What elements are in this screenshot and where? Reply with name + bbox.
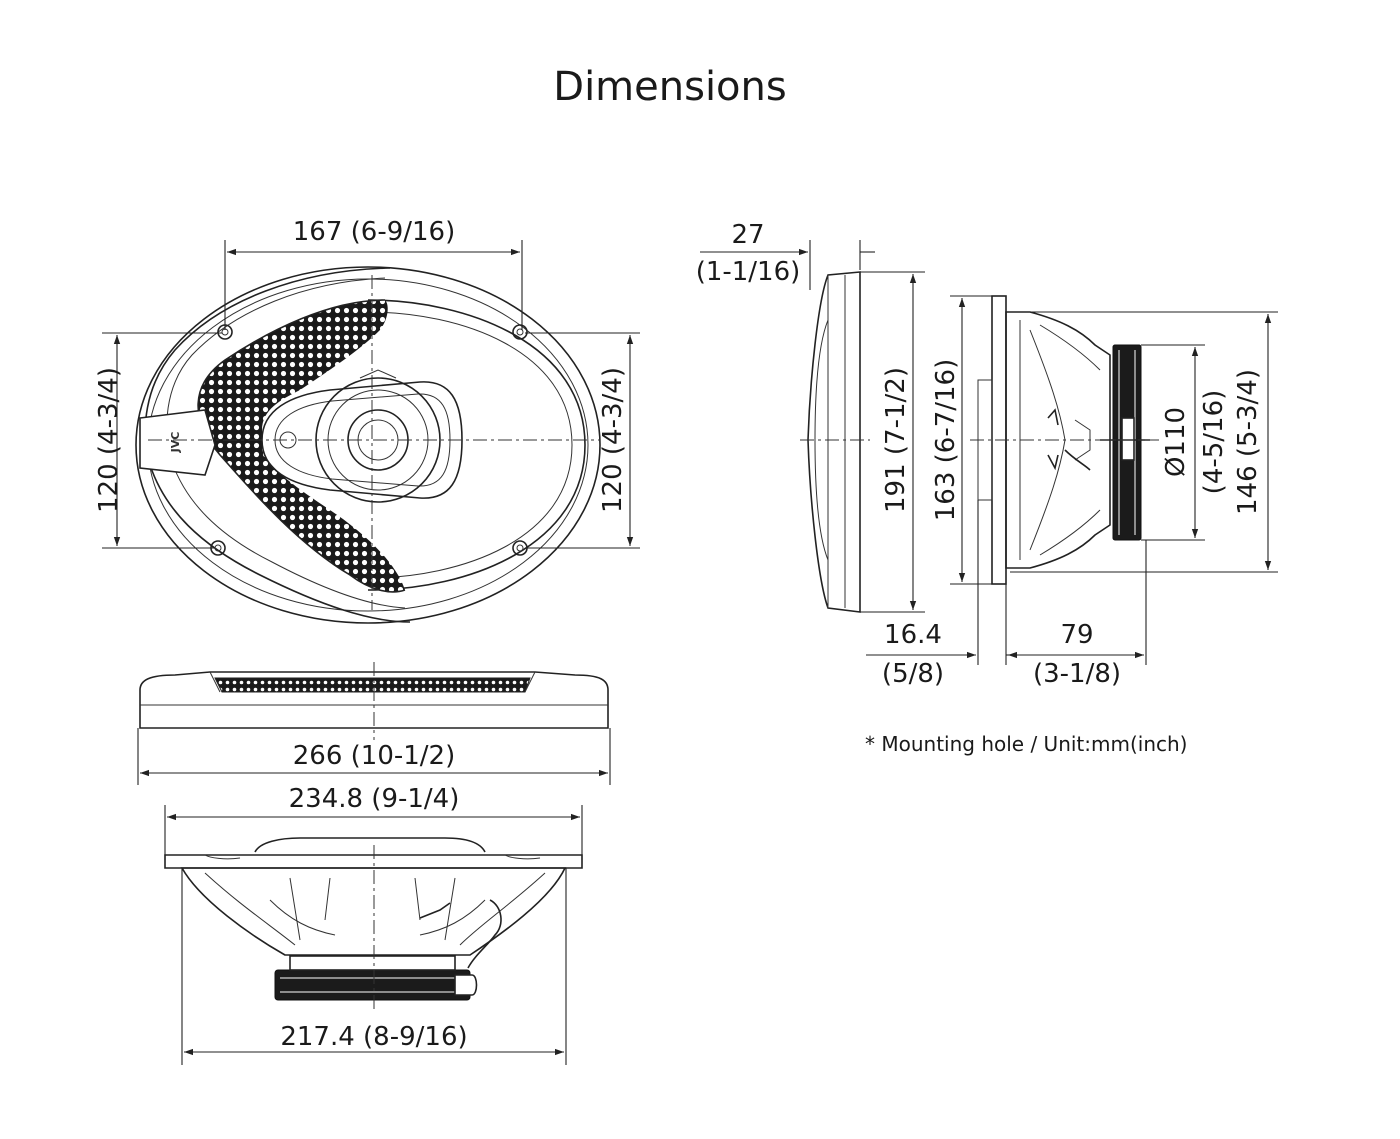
dim-191-label: 191 (7-1/2): [881, 367, 911, 513]
footnote: * Mounting hole / Unit:mm(inch): [865, 732, 1187, 756]
mounting-flange: [164, 854, 583, 869]
top-view: 266 (10-1/2): [137, 662, 611, 785]
front-view: JVC 167 (6-9/16): [94, 217, 640, 624]
dim-79-inch-label: (3-1/8): [1033, 659, 1121, 689]
dim-120-right-label: 120 (4-3/4): [598, 367, 628, 513]
logo-text: JVC: [169, 432, 182, 454]
dim-27-label: 27: [731, 220, 764, 250]
side-basket: [1005, 311, 1111, 569]
dim-163-label: 163 (6-7/16): [931, 359, 961, 522]
side-view: 27 (1-1/16) 191 (7-1/2) 163 (6-7/16): [696, 220, 1278, 689]
dim-167-label: 167 (6-9/16): [293, 217, 456, 247]
dim-27-inch-label: (1-1/16): [696, 257, 801, 287]
dim-16-inch-label: (5/8): [882, 659, 944, 689]
top-view-grille: [214, 677, 531, 693]
logo-badge: [139, 409, 216, 476]
basket-frame: [180, 867, 567, 956]
page-title: Dimensions: [553, 64, 786, 110]
magnet: [274, 969, 471, 1001]
dim-217-label: 217.4 (8-9/16): [280, 1022, 467, 1052]
dim-110-label: Ø110: [1161, 407, 1191, 477]
dim-79-label: 79: [1060, 620, 1093, 650]
dim-120-left-label: 120 (4-3/4): [94, 367, 124, 513]
dim-266-label: 266 (10-1/2): [293, 741, 456, 771]
dim-146-label: 146 (5-3/4): [1233, 369, 1263, 515]
mounting-hole-top-right: [512, 324, 528, 340]
speaker-outer-frame: [135, 266, 601, 624]
grille-cover-profile: [807, 271, 861, 613]
dim-234-label: 234.8 (9-1/4): [289, 784, 460, 814]
dim-16-label: 16.4: [884, 620, 942, 650]
side-bottom-view: 234.8 (9-1/4) 217.4 (8-9/16): [164, 784, 583, 1065]
dim-110-inch-label: (4-5/16): [1199, 390, 1229, 495]
